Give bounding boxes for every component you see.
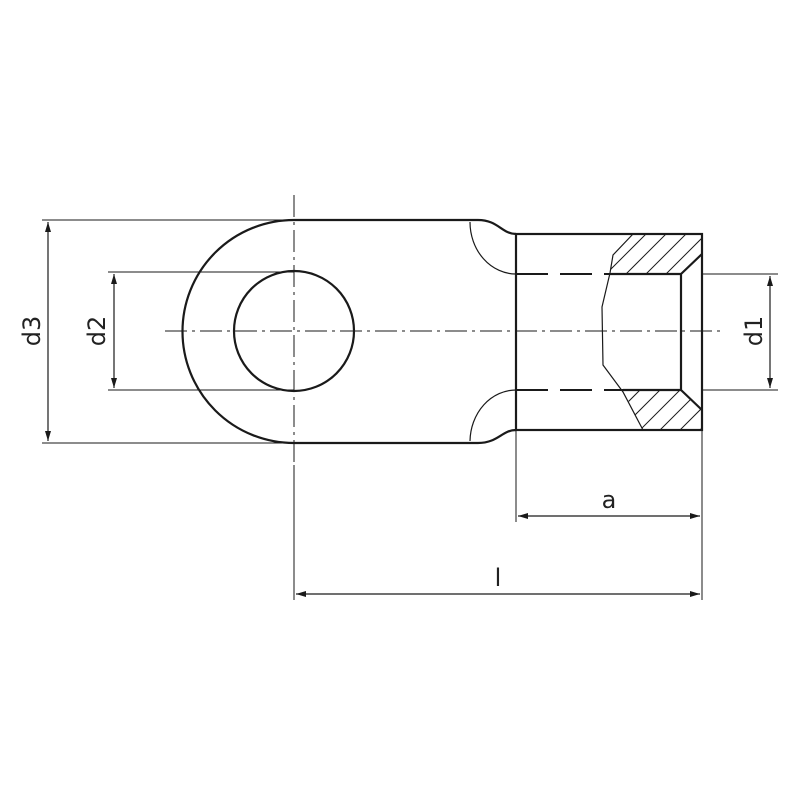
bore-hidden-lines — [516, 273, 623, 391]
hatching — [610, 234, 702, 430]
label-l: l — [495, 564, 502, 592]
break-line — [601, 233, 644, 431]
label-d1: d1 — [740, 316, 768, 347]
label-d2: d2 — [83, 316, 111, 347]
center-lines — [165, 195, 720, 465]
label-d3: d3 — [18, 316, 46, 347]
bore-section — [610, 253, 703, 411]
label-a: a — [602, 486, 617, 514]
barrel-outline — [514, 232, 704, 432]
lug-outline — [181, 218, 517, 445]
extension-lines — [42, 219, 778, 600]
fillet-lines — [469, 221, 517, 442]
